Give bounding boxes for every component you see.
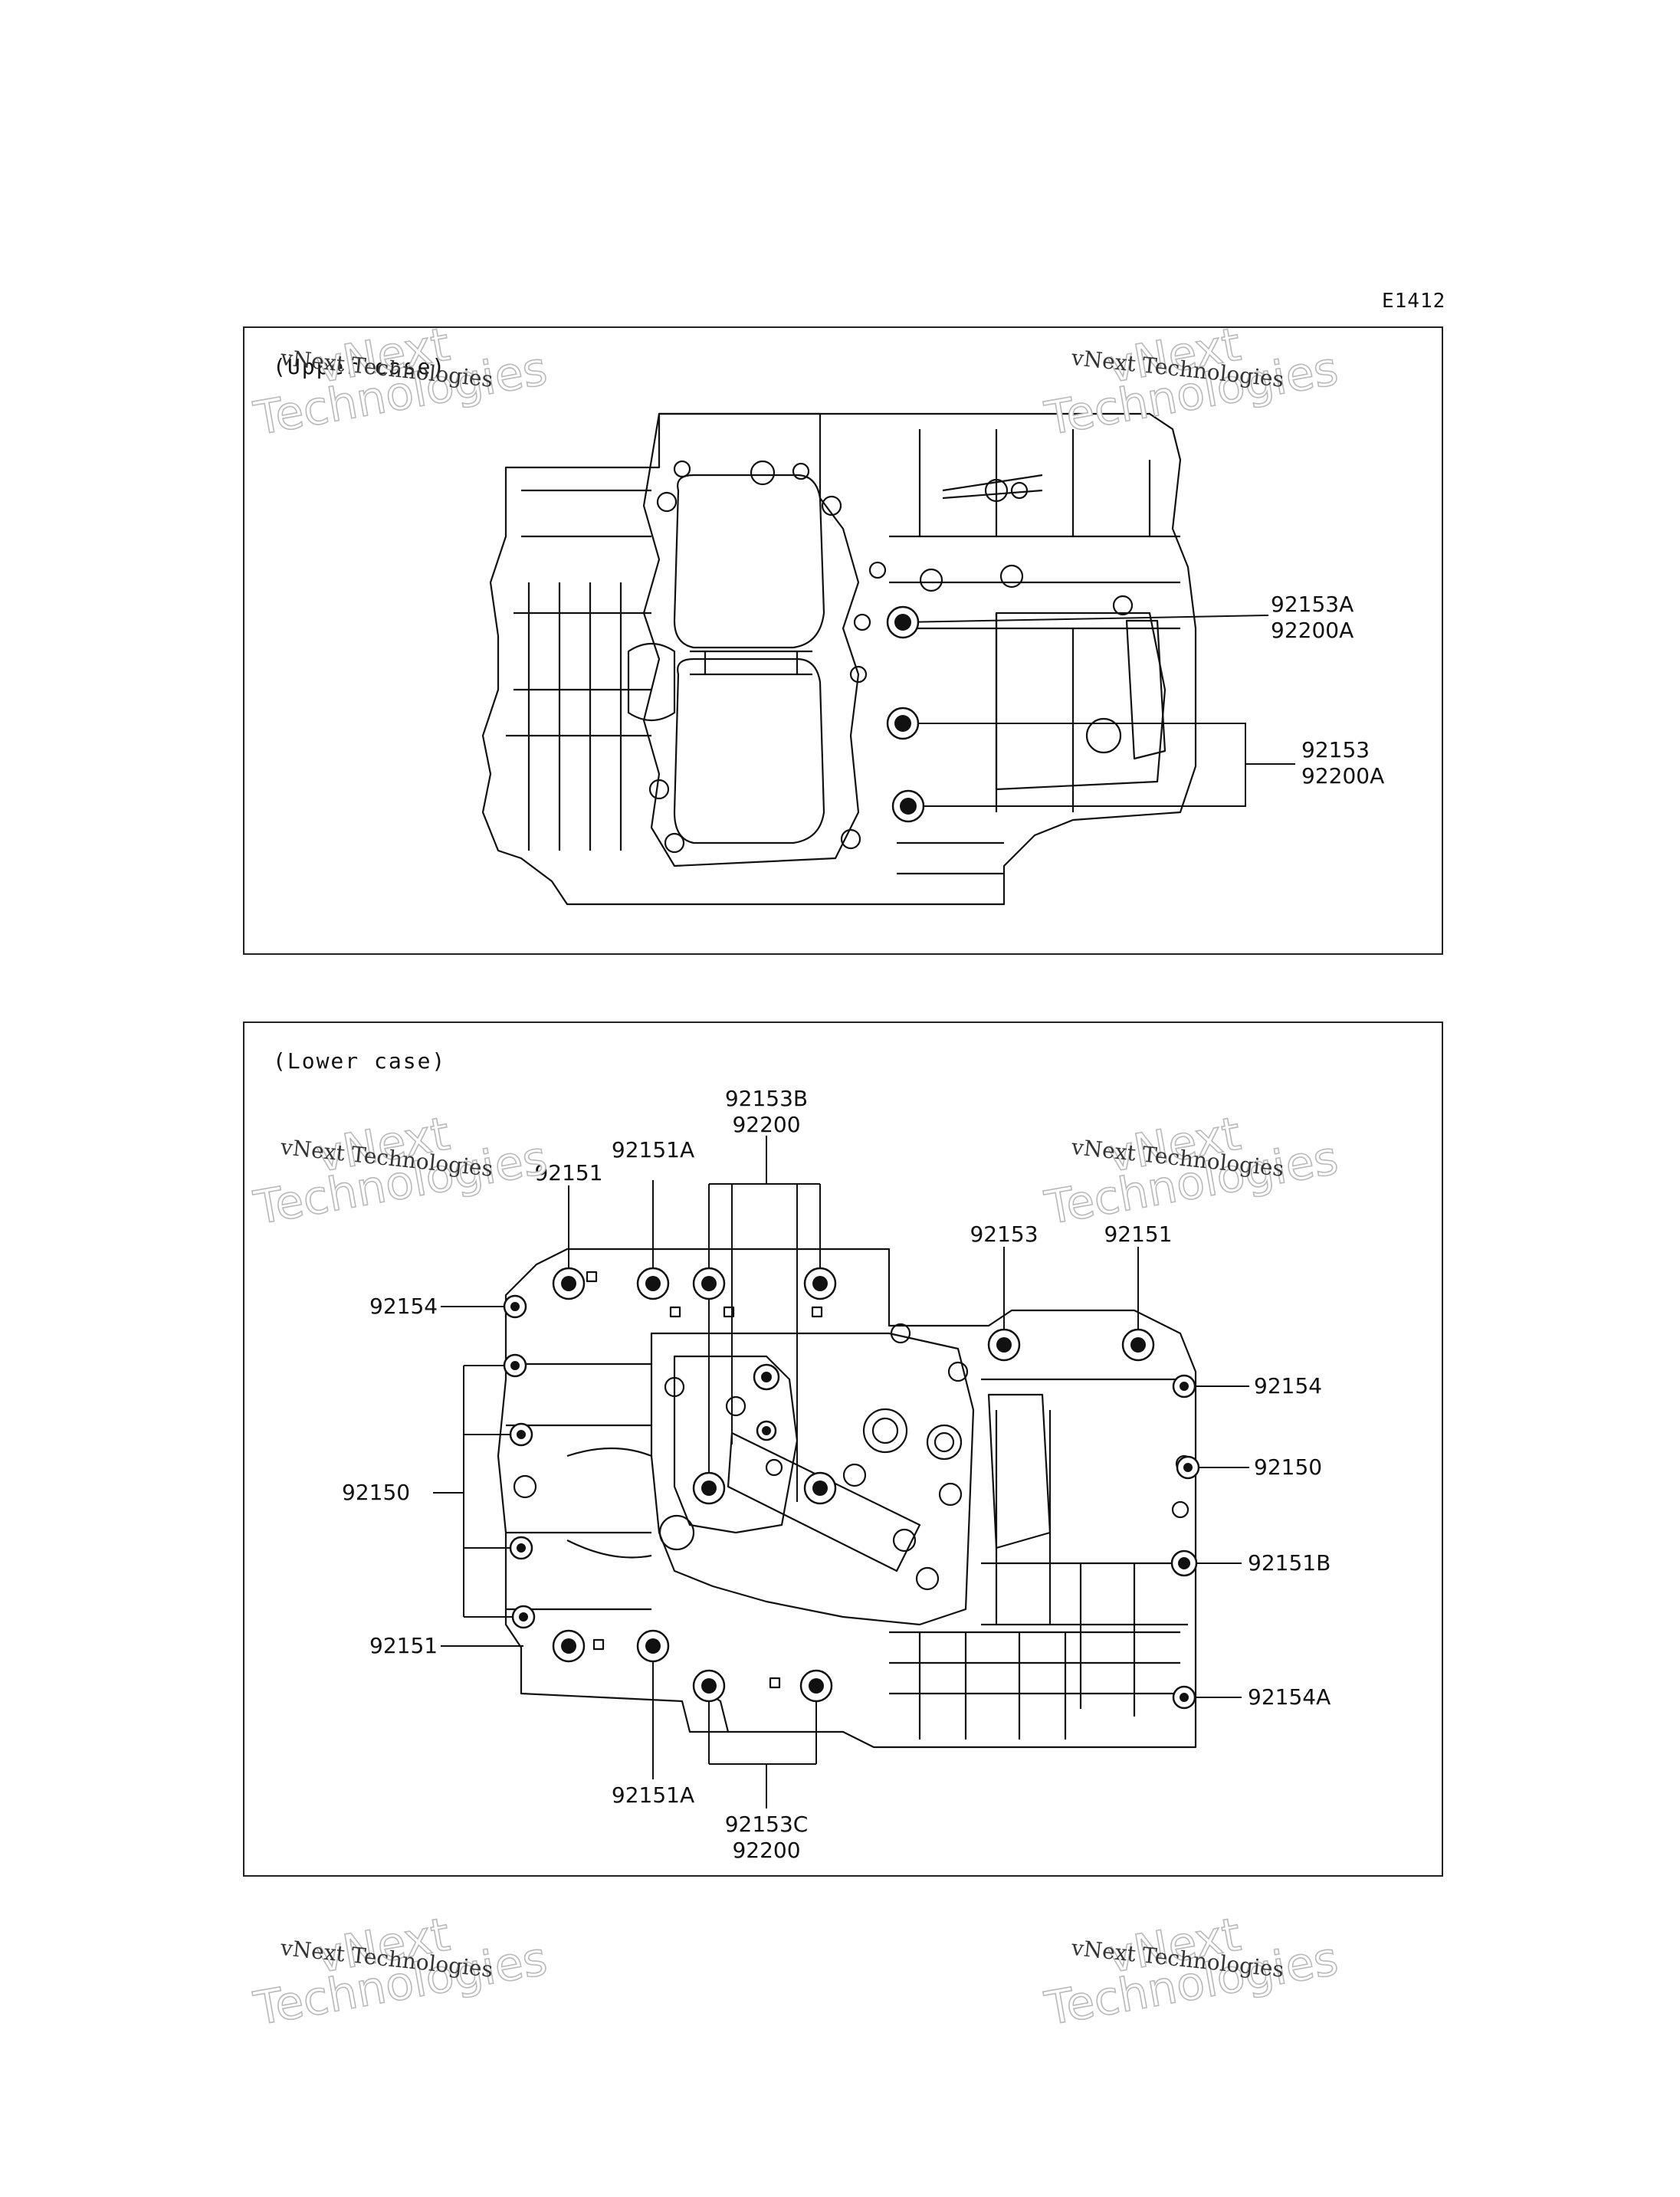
callout-line: 92154A — [1248, 1684, 1331, 1710]
callout-92154-right: 92154 — [1254, 1373, 1322, 1399]
upper-bore-1 — [673, 474, 825, 649]
upper-breather-tube — [942, 474, 1043, 500]
lower-bottom-ribs — [889, 1631, 1180, 1740]
upper-case-bore-frame — [642, 412, 860, 867]
callout-92151A-lower: 92151A — [612, 1782, 694, 1808]
callout-line: 92151 — [369, 1633, 438, 1658]
figure-code: E1412 — [1382, 290, 1446, 313]
lower-left-ribs — [506, 1362, 652, 1611]
callout-line: 92151A — [611, 1137, 695, 1162]
upper-left-ribs — [506, 489, 651, 851]
callout-92154A: 92154A — [1248, 1684, 1331, 1710]
callout-line: 92153 — [1301, 737, 1370, 762]
callout-line: 92153B — [724, 1086, 809, 1111]
callout-line: 92153 — [970, 1221, 1039, 1247]
upper-case-title: (Upper case) — [273, 354, 447, 379]
callout-92151-lower-left: 92151 — [369, 1633, 438, 1659]
lower-case-title: (Lower case) — [273, 1048, 447, 1074]
lower-right-window — [987, 1393, 1052, 1549]
callout-line: 92200A — [1271, 618, 1354, 643]
lower-case-outline — [497, 1248, 1197, 1749]
upper-bolts — [886, 605, 925, 823]
callout-92153C: 92153C 92200 — [725, 1812, 809, 1864]
callout-92154-left: 92154 — [369, 1294, 438, 1320]
callout-line: 92154 — [1254, 1373, 1323, 1399]
callout-line: 92150 — [342, 1480, 411, 1505]
lower-oil-gallery — [673, 1355, 799, 1534]
lower-right-ribs — [981, 1378, 1188, 1717]
lower-small-bosses — [513, 1323, 1193, 1591]
callout-line: 92151 — [1104, 1221, 1173, 1247]
callout-92153: 92153 92200A — [1301, 737, 1384, 789]
callout-92150-right: 92150 — [1254, 1454, 1322, 1481]
callout-92153B: 92153B 92200 — [725, 1086, 808, 1138]
lower-leader-lines — [433, 1136, 1249, 1808]
callout-line: 92151 — [534, 1160, 603, 1185]
lower-oil-cross-channel — [727, 1431, 921, 1572]
callout-92153-right: 92153 — [970, 1221, 1038, 1248]
callout-line: 92200 — [732, 1838, 801, 1863]
callout-92153A: 92153A 92200A — [1271, 592, 1354, 644]
upper-leader-lines — [902, 615, 1295, 807]
callout-line: 92154 — [369, 1294, 438, 1319]
upper-bore-2 — [673, 657, 825, 844]
callout-line: 92150 — [1254, 1454, 1323, 1480]
upper-oval-window — [627, 643, 676, 721]
upper-case-panel — [243, 326, 1443, 955]
upper-small-bosses — [648, 460, 1134, 854]
callout-92151A-top: 92151A — [612, 1137, 694, 1163]
lower-square-tabs — [586, 1271, 823, 1689]
lower-bolts — [503, 1267, 1200, 1710]
callout-line: 92200A — [1301, 763, 1385, 789]
callout-92151-top: 92151 — [534, 1160, 602, 1186]
upper-sump-window — [995, 612, 1166, 791]
callout-line: 92151B — [1248, 1550, 1331, 1576]
callout-line: 92200 — [732, 1112, 801, 1137]
callout-line: 92153A — [1271, 592, 1354, 617]
lower-case-panel — [243, 1021, 1443, 1877]
callout-line: 92153C — [724, 1812, 809, 1837]
callout-92151-right: 92151 — [1104, 1221, 1172, 1248]
upper-case-outline — [481, 412, 1197, 906]
upper-cylinder-slot — [1125, 619, 1166, 760]
callout-line: 92151A — [611, 1782, 695, 1808]
upper-bearing-rib — [690, 650, 812, 676]
callout-92151B: 92151B — [1248, 1550, 1331, 1576]
callout-92150-left: 92150 — [342, 1480, 410, 1506]
